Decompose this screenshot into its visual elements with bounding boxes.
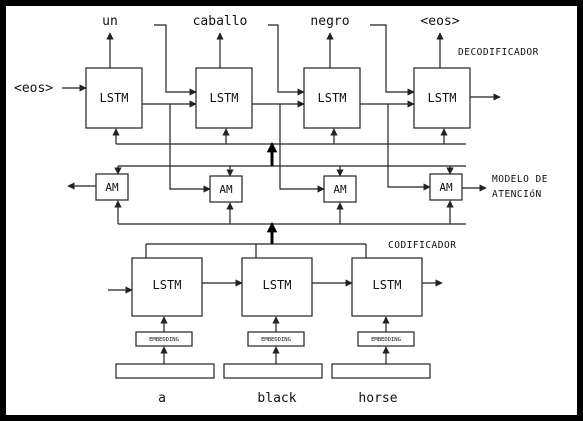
attention-module-label: AM: [439, 181, 453, 194]
attention-module-4: AM: [429, 173, 463, 201]
decoder-lstm-label: LSTM: [210, 91, 239, 105]
encoder-input-word-2: black: [257, 391, 296, 406]
decoder-start-token: <eos>: [14, 81, 53, 96]
diagram-canvas: DECODIFICADOR MODELO DE ATENCIóN CODIFIC…: [6, 6, 577, 415]
attention-section-label-line1: MODELO DE: [492, 174, 548, 185]
embedding-box-3: EMBEDDING: [357, 331, 415, 347]
embedding-label: EMBEDDING: [261, 337, 291, 343]
decoder-lstm-cell-1: LSTM: [85, 67, 143, 129]
encoder-lstm-label: LSTM: [263, 278, 292, 292]
decoder-output-word-3: negro: [310, 14, 349, 29]
attention-module-1: AM: [95, 173, 129, 201]
decoder-state-to-attention: [279, 104, 325, 193]
attention-module-label: AM: [219, 183, 233, 196]
decoder-lstm-cell-2: LSTM: [195, 67, 253, 129]
decoder-lstm-label: LSTM: [100, 91, 129, 105]
encoder-lstm-label: LSTM: [153, 278, 182, 292]
input-token-bar-3: [331, 363, 431, 379]
decoder-lstm-label: LSTM: [428, 91, 457, 105]
encoder-input-word-1: a: [158, 391, 166, 406]
attention-module-label: AM: [333, 183, 347, 196]
decoder-lstm-label: LSTM: [318, 91, 347, 105]
attention-module-3: AM: [323, 175, 357, 203]
decoder-feedback-link: [268, 24, 305, 96]
embedding-box-2: EMBEDDING: [247, 331, 305, 347]
encoder-lstm-cell-1: LSTM: [131, 257, 203, 317]
attention-module-2: AM: [209, 175, 243, 203]
input-token-bar-1: [115, 363, 215, 379]
decoder-lstm-cell-4: LSTM: [413, 67, 471, 129]
seq2seq-attention-diagram: DECODIFICADOR MODELO DE ATENCIóN CODIFIC…: [14, 14, 548, 406]
encoder-lstm-cell-3: LSTM: [351, 257, 423, 317]
embedding-label: EMBEDDING: [149, 337, 179, 343]
encoder-section-label: CODIFICADOR: [388, 240, 456, 251]
decoder-output-word-4: <eos>: [420, 14, 459, 29]
attention-module-label: AM: [105, 181, 119, 194]
decoder-feedback-link: [154, 24, 197, 96]
decoder-section-label: DECODIFICADOR: [458, 47, 539, 58]
embedding-label: EMBEDDING: [371, 337, 401, 343]
encoder-lstm-label: LSTM: [373, 278, 402, 292]
embedding-box-1: EMBEDDING: [135, 331, 193, 347]
attention-section-label-line2: ATENCIóN: [492, 189, 542, 200]
decoder-output-word-2: caballo: [193, 14, 248, 29]
input-token-bar-2: [223, 363, 323, 379]
encoder-lstm-cell-2: LSTM: [241, 257, 313, 317]
decoder-state-to-attention: [387, 104, 431, 191]
decoder-output-word-1: un: [102, 14, 118, 29]
encoder-input-word-3: horse: [358, 391, 397, 406]
decoder-lstm-cell-3: LSTM: [303, 67, 361, 129]
decoder-state-to-attention: [169, 104, 211, 193]
decoder-feedback-link: [370, 24, 415, 96]
